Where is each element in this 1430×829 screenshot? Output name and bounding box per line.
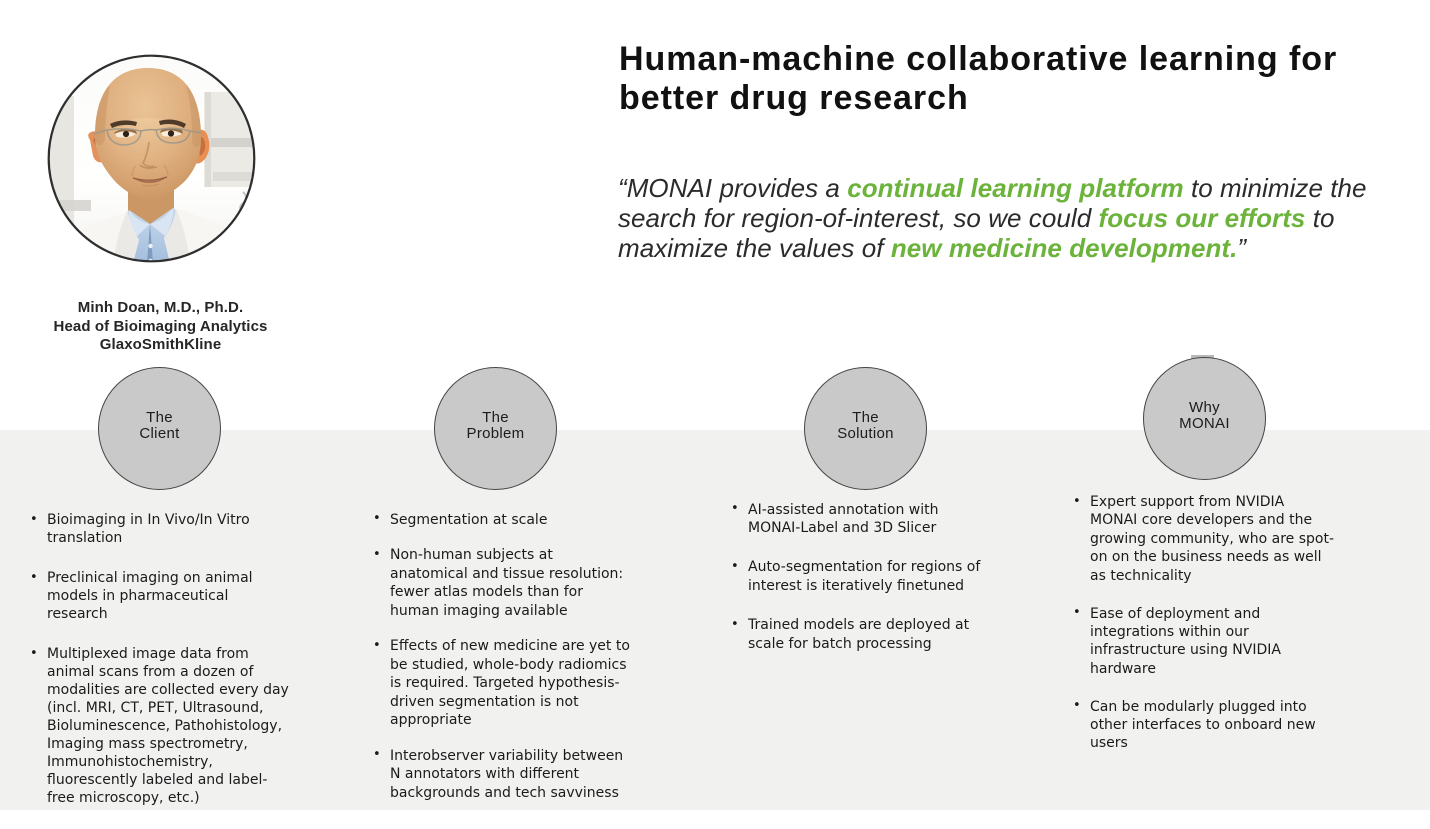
bullet-item: Preclinical imaging on animal models in … (29, 569, 329, 623)
bullet-item: Can be modularly plugged into other inte… (1072, 697, 1372, 753)
bullet-item: Bioimaging in In Vivo/In Vitro translati… (29, 511, 329, 547)
bullet-item: Trained models are deployed at scale for… (730, 616, 1030, 654)
section-circle-client: The Client (98, 367, 221, 490)
person-company: GlaxoSmithKline (99, 336, 222, 354)
person-name: Minh Doan, M.D., Ph.D. (77, 299, 244, 316)
quote-highlight: continual learning platform (847, 173, 1184, 203)
bullet-item: AI-assisted annotation with MONAI-Label … (730, 500, 1030, 539)
portrait-photo-svg (47, 54, 256, 263)
section-circle-why-monai: Why MONAI (1143, 357, 1266, 480)
quote-segment: ” (1237, 233, 1247, 263)
bullet-item: Interobserver variability between N anno… (372, 746, 672, 803)
bullet-item: Effects of new medicine are yet to be st… (372, 637, 672, 730)
problem-bullet-list: Segmentation at scaleNon-human subjects … (372, 510, 672, 820)
bullet-item: Auto-segmentation for regions of interes… (730, 558, 1030, 596)
quote-text: “MONAI provides a continual learning pla… (618, 173, 1418, 263)
section-circle-problem: The Problem (434, 367, 557, 490)
bullet-item: Multiplexed image data from animal scans… (29, 645, 329, 807)
bullet-item: Expert support from NVIDIA MONAI core de… (1072, 492, 1372, 585)
bullet-item: Ease of deployment and integrations with… (1072, 604, 1372, 679)
quote-segment: “MONAI provides a (618, 173, 848, 203)
bullet-item: Segmentation at scale (372, 510, 672, 530)
quote-segment: to maximize the values of (618, 203, 1335, 263)
section-circle-solution: The Solution (804, 367, 927, 490)
quote-segment: to minimize the search for region-of-int… (618, 173, 1367, 233)
solution-bullet-list: AI-assisted annotation with MONAI-Label … (730, 500, 1030, 674)
page-title: Human-machine collaborative learning for… (619, 40, 1338, 117)
portrait-photo (47, 54, 256, 263)
quote-highlight: new medicine development. (890, 233, 1238, 263)
slide: { "slide": { "title": "Human-machine col… (0, 0, 1430, 810)
client-bullet-list: Bioimaging in In Vivo/In Vitro translati… (29, 511, 329, 829)
person-role: Head of Bioimaging Analytics (53, 317, 268, 335)
person-caption: Minh Doan, M.D., Ph.D. Head of Bioimagin… (40, 299, 281, 355)
bullet-item: Non-human subjects at anatomical and tis… (372, 546, 672, 620)
quote-highlight: focus our efforts (1098, 203, 1306, 233)
why-monai-bullet-list: Expert support from NVIDIA MONAI core de… (1072, 492, 1372, 772)
